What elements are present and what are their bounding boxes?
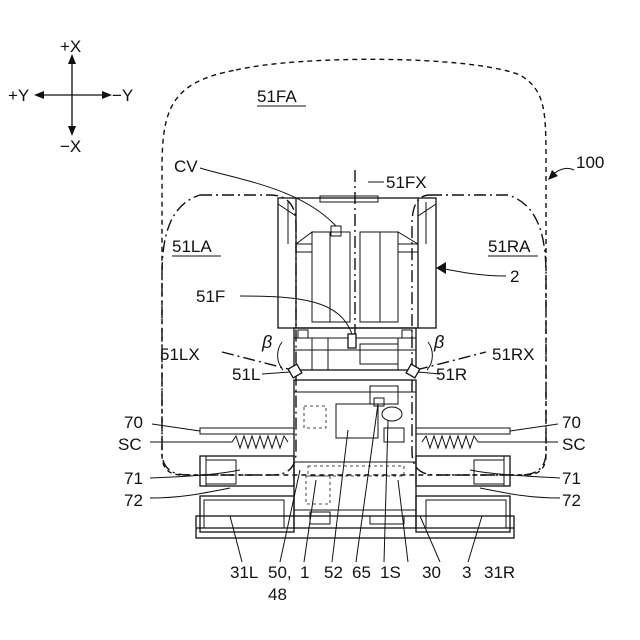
label-72-right: 72: [562, 491, 581, 510]
mid-block: [294, 328, 416, 370]
spring-sc-right: [422, 436, 478, 448]
label-100: 100: [576, 153, 604, 172]
label-51l: 51L: [232, 365, 260, 384]
label-51r: 51R: [436, 365, 467, 384]
label-3: 3: [462, 563, 471, 582]
label-beta-right: β: [433, 332, 444, 352]
label-1s: 1S: [380, 563, 401, 582]
label-sc-right: SC: [562, 435, 586, 454]
label-51la: 51LA: [172, 237, 212, 256]
camera-51r: [406, 364, 420, 378]
label-beta-left: β: [261, 332, 272, 352]
bar-70-right: [416, 428, 510, 434]
label-52: 52: [324, 563, 343, 582]
axis-indicator: +X −X +Y −Y: [8, 37, 133, 156]
label-72-left: 72: [124, 491, 143, 510]
label-30: 30: [422, 563, 441, 582]
label-cv: CV: [174, 157, 198, 176]
right-frame: [416, 456, 514, 532]
camera-51l: [288, 364, 302, 378]
label-1: 1: [300, 563, 309, 582]
axis-minus-x-label: −X: [60, 137, 81, 156]
label-2: 2: [510, 267, 519, 286]
label-71-right: 71: [562, 469, 581, 488]
bar-70-left: [200, 428, 294, 434]
label-sc-left: SC: [118, 435, 142, 454]
camera-51f: [348, 334, 356, 348]
label-65: 65: [352, 563, 371, 582]
label-31l: 31L: [230, 563, 258, 582]
label-50: 50,: [268, 563, 292, 582]
label-51f: 51F: [196, 287, 225, 306]
label-51fa: 51FA: [257, 87, 297, 106]
label-51rx: 51RX: [492, 345, 535, 364]
label-70-left: 70: [124, 413, 143, 432]
axis-plus-x-label: +X: [60, 37, 81, 56]
label-31r: 31R: [484, 563, 515, 582]
base-3: [196, 516, 514, 538]
label-51fx: 51FX: [386, 173, 427, 192]
label-70-right: 70: [562, 413, 581, 432]
label-51ra: 51RA: [488, 237, 531, 256]
label-71-left: 71: [124, 469, 143, 488]
axis-plus-y-label: +Y: [8, 86, 29, 105]
label-51lx: 51LX: [160, 345, 200, 364]
label-48: 48: [268, 585, 287, 604]
region-51fa: [162, 59, 546, 475]
spring-sc-left: [232, 436, 288, 448]
left-frame: [196, 456, 294, 532]
axis-minus-y-label: −Y: [112, 86, 133, 105]
